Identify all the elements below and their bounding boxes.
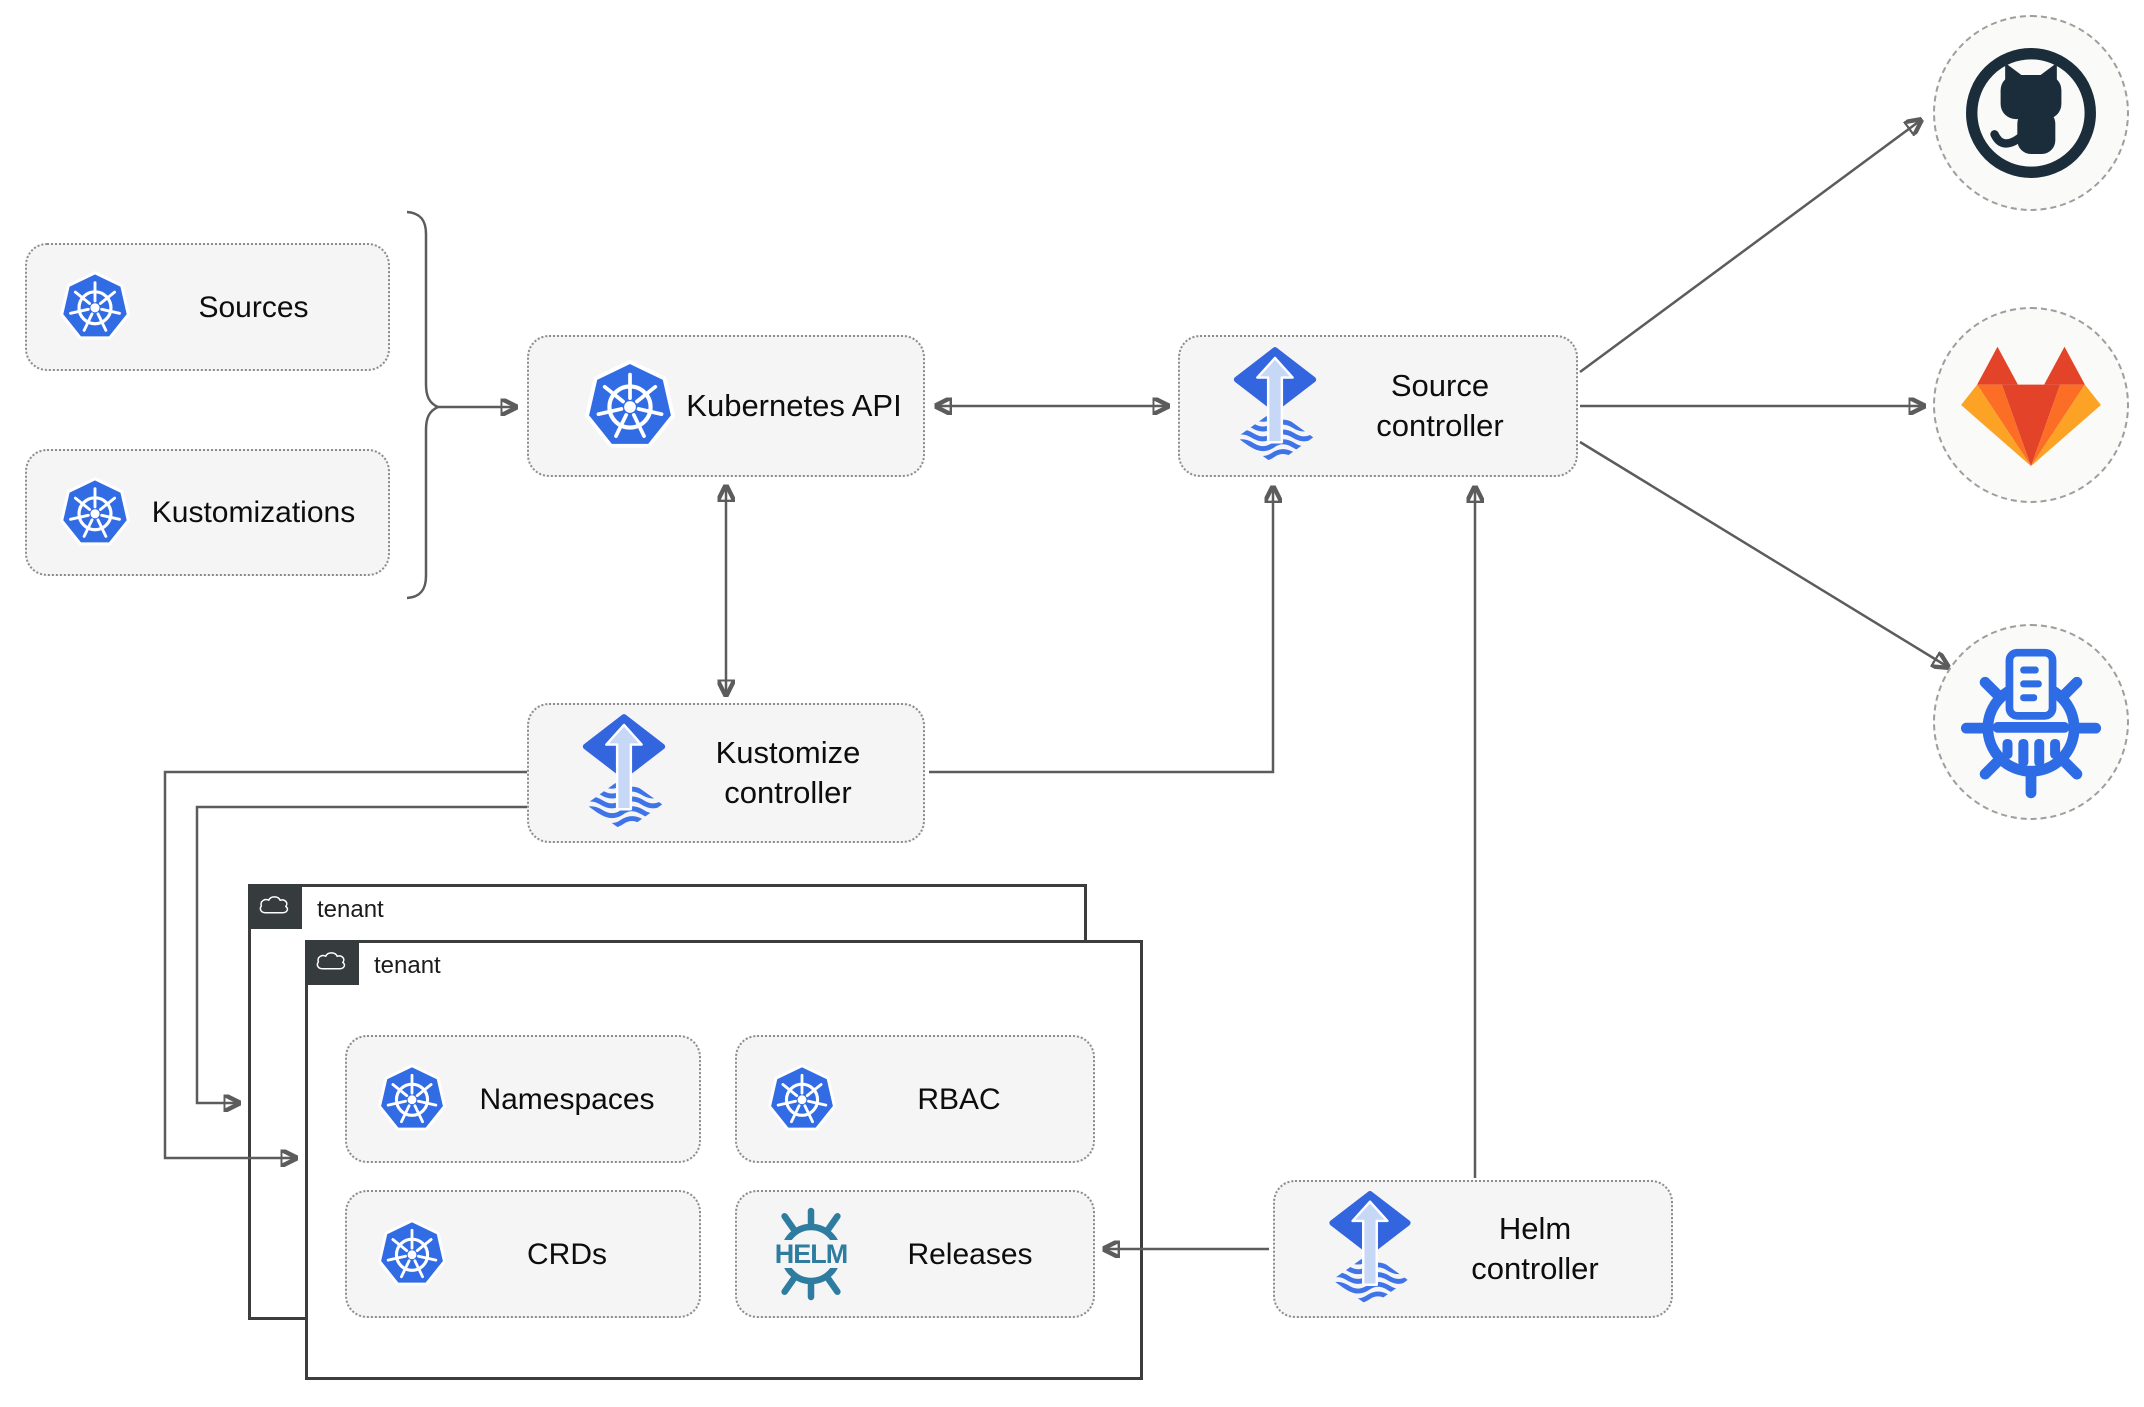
node-namespaces: Namespaces <box>345 1035 701 1163</box>
kubernetes-icon <box>57 269 133 345</box>
node-label: RBAC <box>917 1082 1001 1116</box>
node-label: Helm controller <box>1471 1210 1599 1286</box>
chart-registry-icon <box>1954 645 2108 799</box>
node-label: Kustomizations <box>151 496 356 529</box>
external-gitlab <box>1933 307 2129 503</box>
node-label: Source controller <box>1376 367 1504 443</box>
connector-kustomize-to-source <box>929 487 1273 774</box>
tenant-badge <box>305 940 359 985</box>
node-kubernetes-api: Kubernetes API <box>527 335 925 477</box>
external-github <box>1933 15 2129 211</box>
node-helm-controller: Helm controller <box>1273 1180 1673 1318</box>
external-chart-registry <box>1933 624 2129 820</box>
node-label: Namespaces <box>479 1082 655 1116</box>
node-kustomize-controller: Kustomize controller <box>527 703 925 843</box>
gitlab-icon <box>1958 338 2104 472</box>
tenant-label: tenant <box>317 896 384 923</box>
node-label: Kustomize controller <box>715 734 861 810</box>
node-label: Releases <box>907 1237 1033 1271</box>
github-icon <box>1955 37 2107 189</box>
flux-icon <box>575 714 673 832</box>
node-kustomizations: Kustomizations <box>25 449 390 576</box>
kubernetes-icon <box>375 1217 449 1291</box>
tenant-label: tenant <box>374 952 441 979</box>
node-label: Kubernetes API <box>686 387 902 423</box>
kubernetes-icon <box>57 475 133 551</box>
node-crds: CRDs <box>345 1190 701 1318</box>
node-source-controller: Source controller <box>1178 335 1578 477</box>
flux-icon <box>1321 1191 1419 1307</box>
node-releases: Releases <box>735 1190 1095 1318</box>
node-sources: Sources <box>25 243 390 371</box>
node-label: CRDs <box>527 1237 607 1271</box>
node-rbac: RBAC <box>735 1035 1095 1163</box>
node-label: Sources <box>198 290 309 324</box>
kubernetes-icon <box>375 1062 449 1136</box>
kubernetes-icon <box>765 1062 839 1136</box>
connector-source-to-github <box>1579 120 1921 374</box>
brace-sources-group <box>406 210 442 600</box>
cloud-icon <box>258 895 292 918</box>
helm-icon <box>761 1204 861 1304</box>
flux-icon <box>1226 347 1324 465</box>
tenant-badge <box>248 884 302 929</box>
kubernetes-icon <box>581 357 679 455</box>
connector-source-to-registry <box>1579 440 1948 667</box>
cloud-icon <box>315 951 349 974</box>
